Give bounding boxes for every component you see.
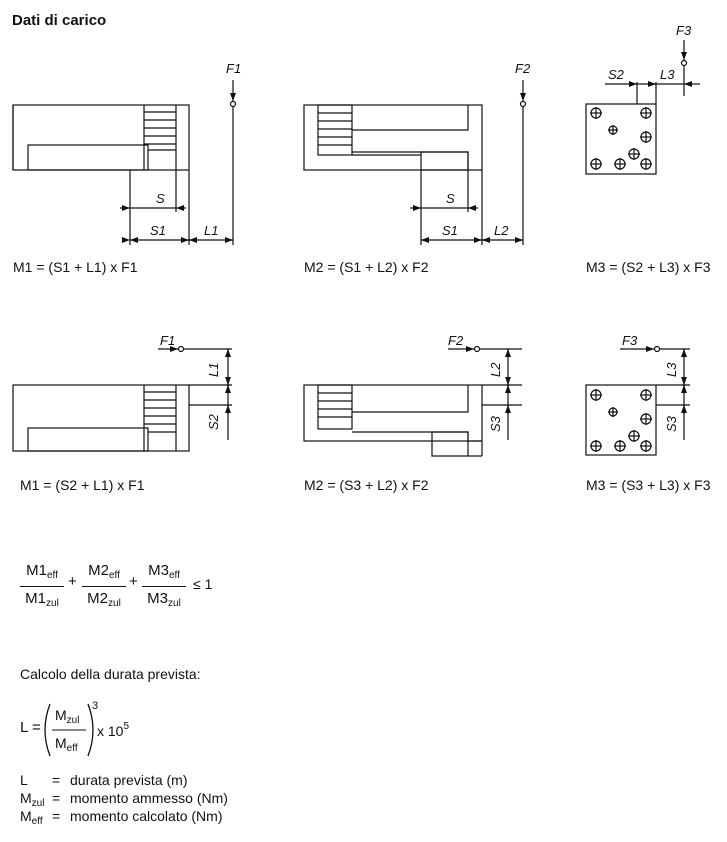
caption-m3-top: M3 = (S2 + L3) x F3 — [586, 259, 711, 275]
lifetime-numerator: Mzul — [55, 707, 80, 726]
label-f1-bottom: F1 — [160, 333, 175, 348]
diagram-m2-top — [303, 80, 527, 245]
plus-2: + — [129, 573, 138, 590]
fraction-m2: M2eff M2zul — [82, 562, 126, 612]
label-s3-bottom-m3: S3 — [664, 415, 679, 432]
label-s1-top2: S1 — [442, 223, 458, 238]
diagram-m2-bottom — [303, 345, 522, 457]
label-l2-top: L2 — [494, 223, 509, 238]
fraction-m3: M3eff M3zul — [142, 562, 186, 612]
label-s1-top1: S1 — [150, 223, 166, 238]
lifetime-exponent: 3 — [92, 700, 99, 712]
caption-m1-bottom: M1 = (S2 + L1) x F1 — [20, 477, 145, 493]
plus-1: + — [68, 573, 77, 590]
label-f1-top: F1 — [226, 61, 241, 76]
label-l3-bottom: L3 — [664, 362, 679, 377]
lifetime-parentheses — [44, 703, 94, 757]
bolt-holes-bottom — [590, 389, 652, 452]
legend-row: L=durata prevista (m) — [20, 772, 188, 788]
label-s2-top: S2 — [608, 67, 625, 82]
legend-row: Mzul=momento ammesso (Nm) — [20, 790, 228, 809]
caption-m2-bottom: M2 = (S3 + L2) x F2 — [304, 477, 429, 493]
label-s3-bottom: S3 — [488, 415, 503, 432]
label-s-top1: S — [156, 191, 165, 206]
page-title: Dati di carico — [12, 12, 107, 29]
label-f2-bottom: F2 — [448, 333, 464, 348]
lifetime-factor: x 105 — [97, 721, 130, 739]
lifetime-denominator: Meff — [55, 735, 78, 754]
label-l2-bottom: L2 — [488, 362, 503, 377]
diagram-m3-bottom — [585, 345, 690, 456]
legend-row: Meff=momento calcolato (Nm) — [20, 808, 223, 827]
label-f3-bottom: F3 — [622, 333, 638, 348]
label-s-top2: S — [446, 191, 455, 206]
lifetime-lhs: L = — [20, 719, 41, 736]
diagram-m1-top — [12, 80, 237, 245]
diagram-m1-bottom — [12, 345, 232, 452]
diagram-m3-top — [585, 40, 700, 175]
caption-m2-top: M2 = (S1 + L2) x F2 — [304, 259, 429, 275]
bolt-holes-top — [590, 107, 652, 170]
label-l1-bottom: L1 — [206, 363, 221, 377]
lifetime-heading: Calcolo della durata prevista: — [20, 666, 201, 682]
caption-m1-top: M1 = (S1 + L1) x F1 — [13, 259, 138, 275]
label-f3-top: F3 — [676, 23, 692, 38]
label-l3-top: L3 — [660, 67, 675, 82]
inequality-relation: ≤ 1 — [193, 576, 213, 592]
caption-m3-bottom: M3 = (S3 + L3) x F3 — [586, 477, 711, 493]
label-s2-bottom: S2 — [206, 413, 221, 430]
label-f2-top: F2 — [515, 61, 531, 76]
fraction-m1: M1eff M1zul — [20, 562, 64, 612]
label-l1-top: L1 — [204, 223, 218, 238]
